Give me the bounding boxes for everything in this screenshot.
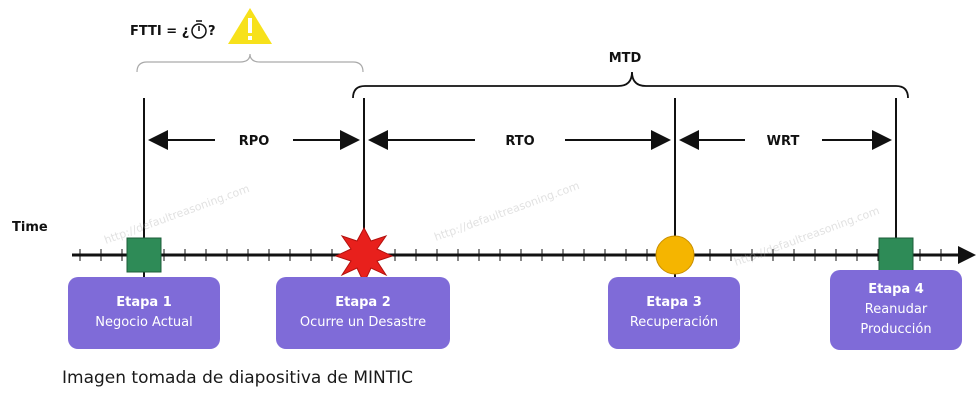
stage-2-box: Etapa 2 Ocurre un Desastre: [276, 277, 450, 349]
time-axis-ticks: [79, 249, 942, 261]
ftti-label: FTTI = ¿: [130, 24, 189, 39]
stage-2-marker: [334, 226, 394, 285]
stage-4-desc-line1: Reanudar: [864, 302, 928, 317]
ftti-suffix: ?: [208, 24, 216, 39]
image-caption: Imagen tomada de diapositiva de MINTIC: [62, 368, 414, 388]
stage-4-title: Etapa 4: [868, 282, 924, 297]
stopwatch-icon: [191, 20, 207, 39]
stage-3-box: Etapa 3 Recuperación: [608, 277, 740, 349]
stage-1-marker: [126, 237, 162, 273]
rpo-label: RPO: [239, 134, 270, 149]
stage-3-marker: [655, 235, 695, 275]
stage-4-desc-line2: Producción: [860, 322, 932, 337]
stage-2-desc: Ocurre un Desastre: [299, 315, 427, 330]
stage-3-title: Etapa 3: [646, 295, 702, 310]
warning-icon: [228, 8, 272, 44]
stage-1-desc: Negocio Actual: [95, 315, 193, 330]
rto-label: RTO: [505, 134, 534, 149]
stage-1-box: Etapa 1 Negocio Actual: [68, 277, 220, 349]
stage-3-desc: Recuperación: [629, 315, 719, 330]
stage-4-marker: [878, 237, 914, 273]
mtd-brace: [352, 71, 909, 99]
stage-4-box: Etapa 4 Reanudar Producción: [830, 270, 962, 350]
mtd-label: MTD: [609, 51, 642, 66]
stage-2-title: Etapa 2: [335, 295, 391, 310]
ftti-brace: [136, 53, 364, 73]
time-axis-label: Time: [12, 220, 48, 235]
wrt-label: WRT: [767, 134, 800, 149]
time-axis-arrowhead: [958, 246, 976, 264]
stage-1-title: Etapa 1: [116, 295, 172, 310]
